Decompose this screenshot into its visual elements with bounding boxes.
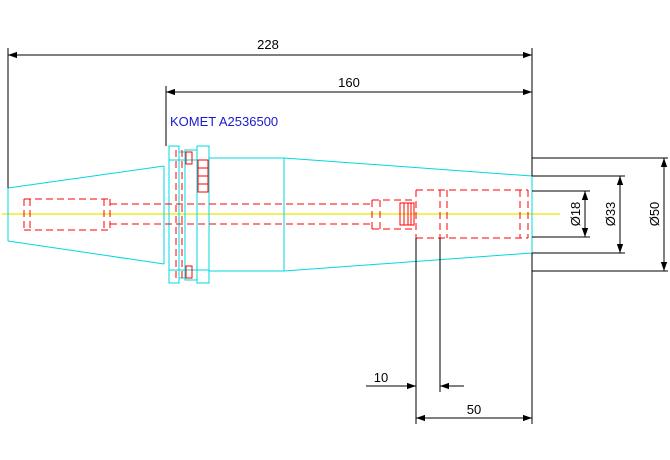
dimension-lines: [7, 48, 668, 424]
dim-diameter-50: Ø50: [647, 202, 662, 227]
dim-diameter-18: Ø18: [568, 202, 583, 227]
hidden-bore-lines: [23, 150, 529, 280]
part-label: KOMET A2536500: [170, 114, 278, 129]
hidden-detail-parts: [185, 151, 415, 279]
dim-length-50: 50: [467, 402, 481, 417]
dim-overall-length: 228: [257, 37, 279, 52]
dim-body-length: 160: [338, 75, 360, 90]
dim-offset-10: 10: [374, 370, 388, 385]
dim-diameter-33: Ø33: [603, 202, 618, 227]
